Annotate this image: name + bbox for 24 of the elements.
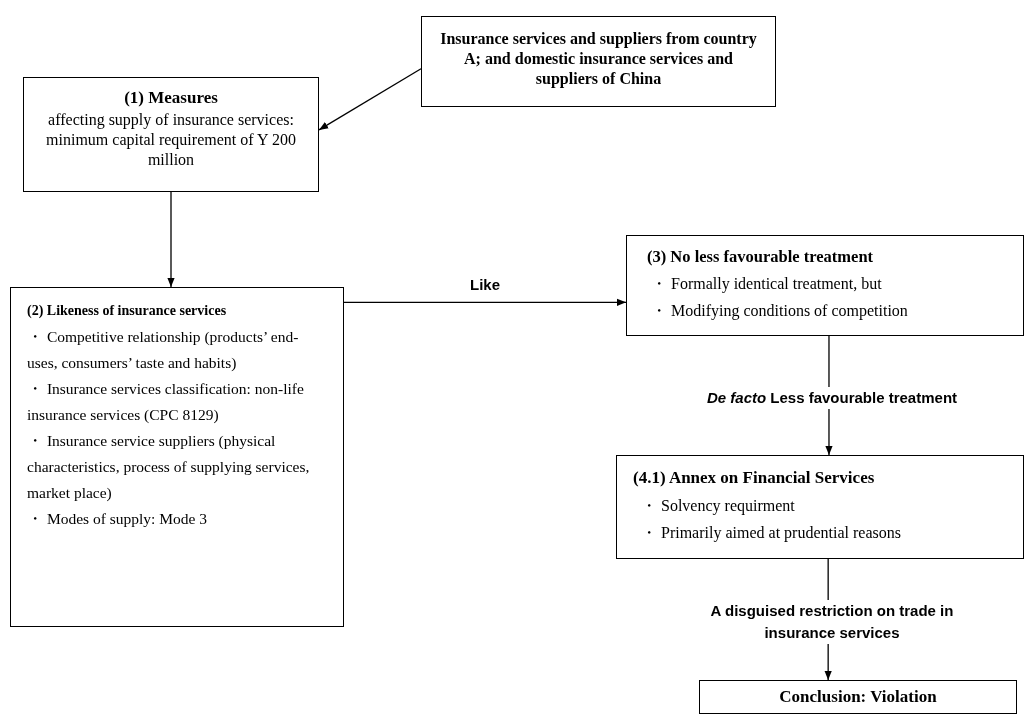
box-heading: (4.1) Annex on Financial Services <box>632 467 876 489</box>
box-text: ・ Primarily aimed at prudential reasons <box>640 523 902 544</box>
process-box <box>616 455 1024 559</box>
box-heading: (1) Measures <box>123 87 219 109</box>
box-text: ・ Modifying conditions of competition <box>650 301 909 322</box>
box-text: ・ Formally identical treatment, but <box>650 274 883 295</box>
process-box <box>23 77 319 192</box>
box-text: ・ Competitive relationship (products’ end-uses, consumers’ taste and habits) <box>27 327 300 373</box>
box-text: ・ Modes of supply: Mode 3 <box>27 509 209 529</box>
process-box <box>699 680 1017 714</box>
arrow <box>167 191 175 288</box>
box-text: affecting supply of insurance services: minimum capital requirement of Y 200 million <box>45 110 297 170</box>
arrow <box>318 68 422 131</box>
arrow <box>343 298 627 306</box>
box-heading: Insurance services and suppliers from country A; and domestic insurance services and suppliers of China <box>439 29 758 89</box>
process-box <box>626 235 1024 336</box>
box-text: ・ Insurance services classification: non-life insurance services (CPC 8129) <box>27 379 305 425</box>
box-heading: (2) Likeness of insurance services <box>27 302 228 320</box>
process-box <box>421 16 776 107</box>
box-heading: Conclusion: Violation <box>778 686 938 708</box>
box-text: ・ Insurance service suppliers (physical characteristics, process of supplying services, market place) <box>27 431 311 503</box>
box-text: ・ Solvency requirment <box>640 496 796 517</box>
box-heading: (3) No less favourable treatment <box>646 246 875 268</box>
process-box <box>10 287 344 627</box>
